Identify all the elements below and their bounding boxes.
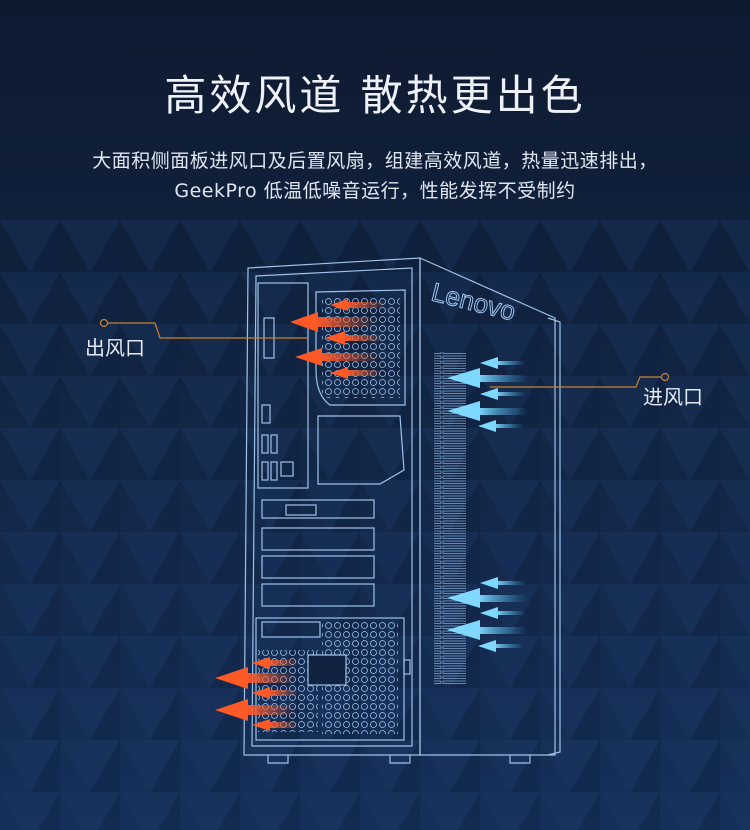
intake-arrow: [447, 620, 528, 640]
intake-arrow: [480, 357, 526, 369]
intake-arrows: [447, 357, 528, 652]
outlet-callout-line: [99, 318, 308, 339]
exhaust-arrow: [252, 687, 298, 699]
intake-arrow: [480, 388, 526, 400]
intake-arrow: [478, 640, 524, 652]
exhaust-arrow: [290, 312, 376, 332]
exhaust-arrow: [252, 657, 298, 669]
intake-arrow: [447, 368, 528, 388]
intake-arrow: [447, 401, 528, 421]
intake-arrow: [447, 588, 528, 608]
exhaust-arrow: [325, 331, 383, 345]
outlet-label: 出风口: [85, 336, 145, 360]
exhaust-arrow: [215, 667, 296, 689]
subtitle-line-1: 大面积侧面板进风口及后置风扇，组建高效风道，热量迅速排出，: [92, 150, 658, 172]
tower-outline: [243, 257, 561, 764]
page-title: 高效风道 散热更出色: [164, 71, 586, 120]
exhaust-arrow: [215, 699, 296, 721]
exhaust-arrows: [215, 299, 386, 731]
intake-arrow: [480, 607, 526, 619]
inlet-callout-line: [490, 372, 670, 388]
exhaust-arrow: [295, 348, 380, 366]
inlet-label: 进风口: [643, 385, 703, 409]
subtitle-line-2: GeekPro 低温低噪音运行，性能发挥不受制约: [174, 180, 576, 202]
intake-arrow: [478, 420, 524, 432]
lenovo-logo: Lenovo: [429, 277, 519, 327]
exhaust-arrow: [330, 367, 382, 379]
exhaust-arrow: [252, 719, 298, 731]
exhaust-arrow: [330, 299, 386, 311]
intake-arrow: [480, 577, 526, 589]
